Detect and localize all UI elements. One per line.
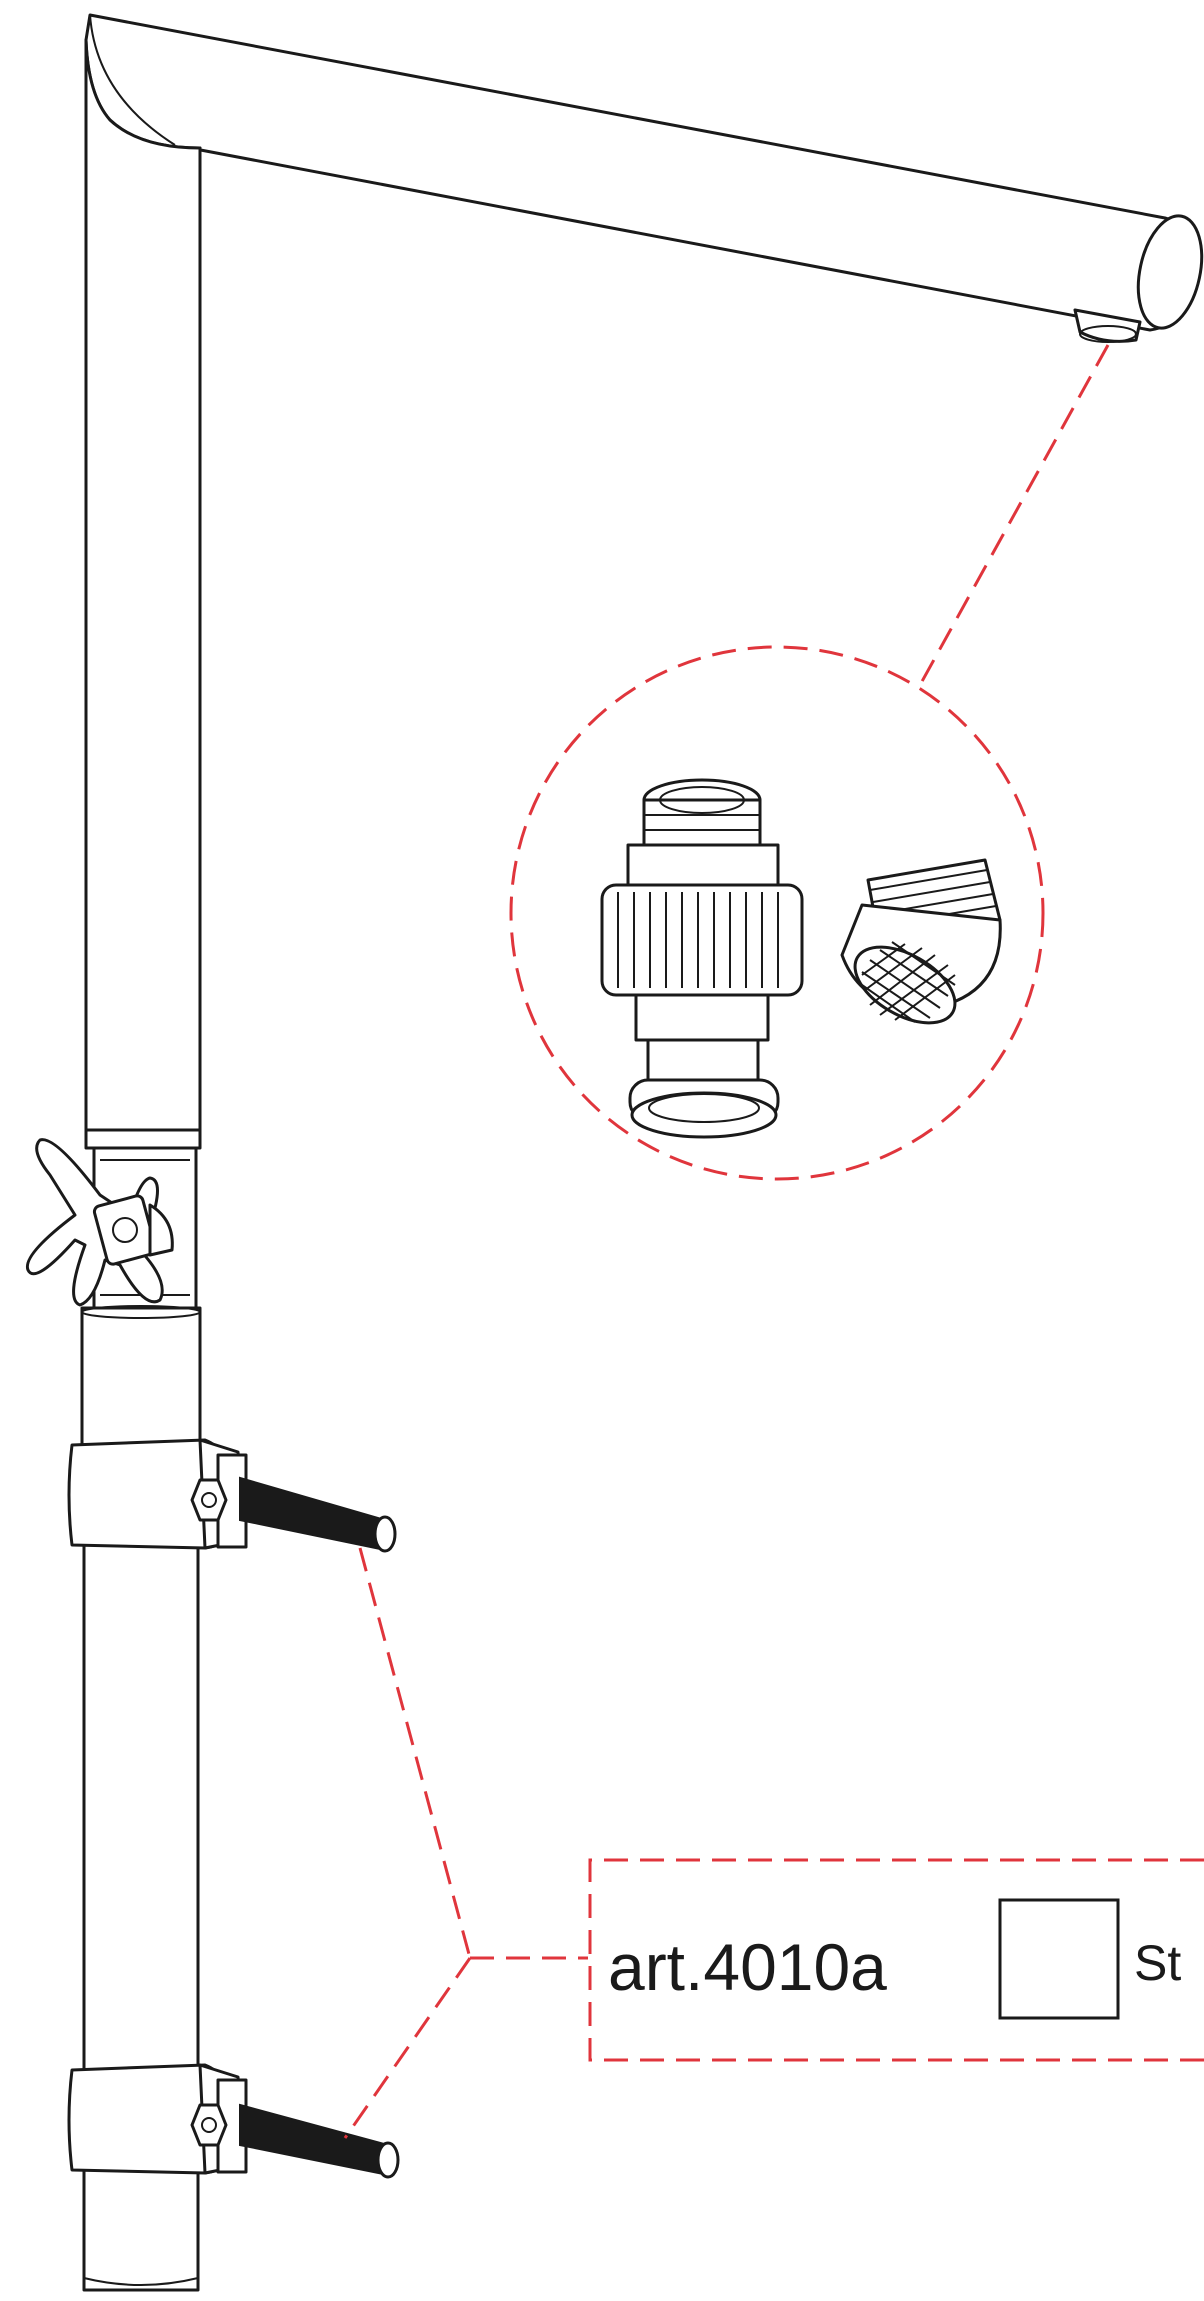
article-callout: art.4010a St	[588, 1858, 1204, 2062]
aerator-mesh	[861, 941, 956, 1023]
lower-clamp	[67, 2063, 400, 2179]
selection-checkbox[interactable]	[998, 1898, 1120, 2020]
aerator-outlet	[1073, 308, 1142, 343]
adapter-part-icon	[600, 778, 804, 1139]
upper-clamp	[67, 1438, 397, 1553]
aerator-insert-icon	[840, 858, 1002, 1025]
callout-text-fragment: St	[1134, 1935, 1181, 1991]
lower-tube-sleeve	[80, 1305, 202, 1460]
upper-tube	[84, 38, 202, 1150]
article-number: art.4010a	[608, 1930, 887, 2004]
clamp-leader-lines	[343, 1547, 588, 2139]
aerator-detail-circle	[509, 645, 1045, 1181]
wing-nut-icon	[25, 1138, 174, 1307]
aerator-leader-line	[918, 344, 1110, 686]
spout-arm	[84, 13, 1204, 332]
